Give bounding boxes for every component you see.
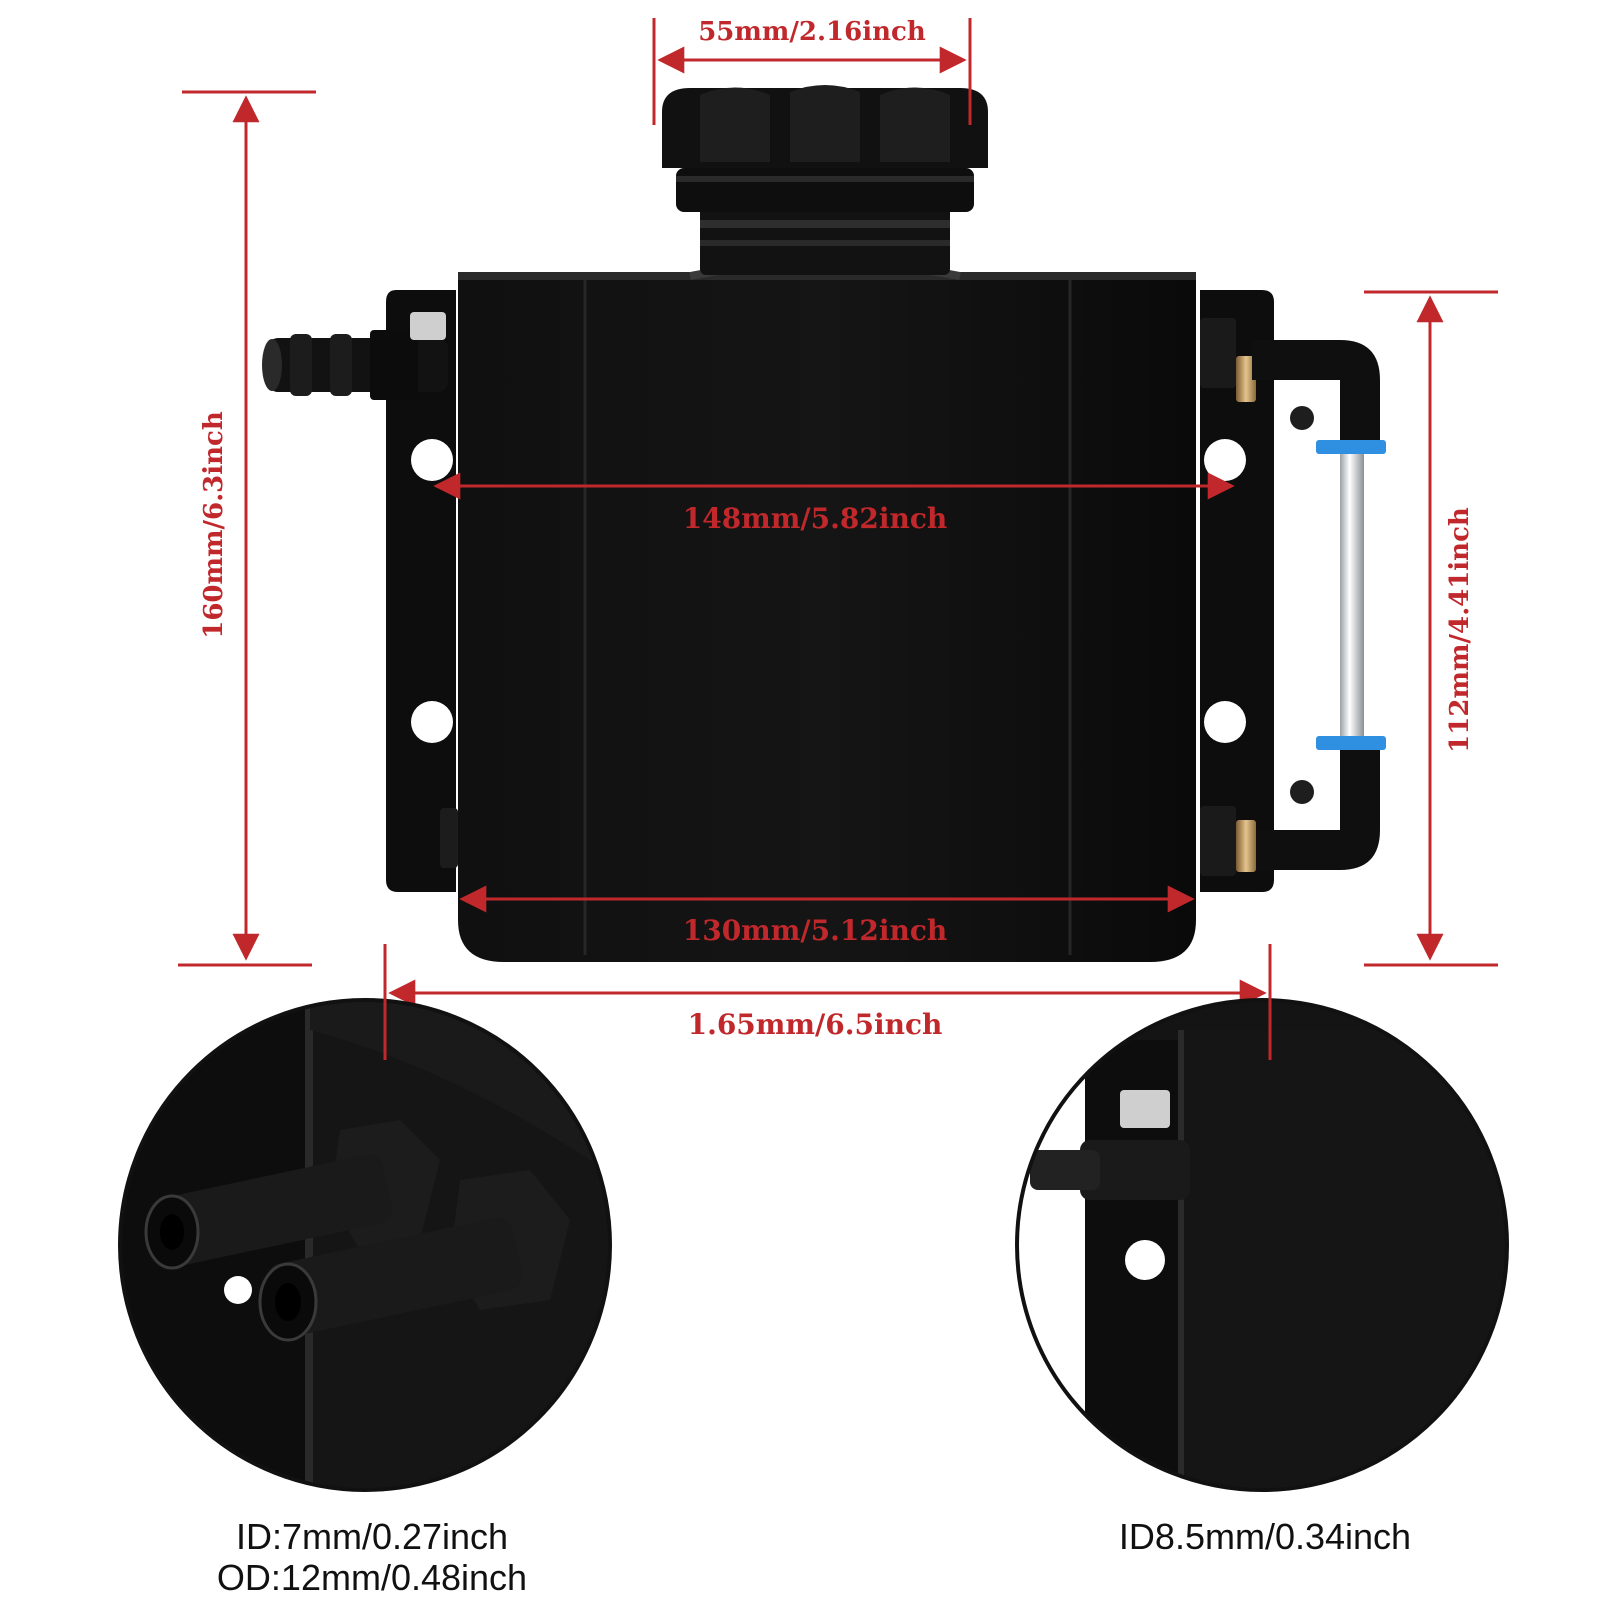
cap-width-label: 55mm/2.16inch — [698, 17, 926, 47]
sight-height-label: 112mm/4.41inch — [1445, 507, 1475, 753]
left-outer-diameter-label: OD:12mm/0.48inch — [217, 1557, 527, 1598]
bracket-hole — [411, 439, 453, 481]
right-inner-diameter-label: ID8.5mm/0.34inch — [1119, 1516, 1411, 1557]
left-detail-view — [118, 995, 612, 1492]
tank-width-label: 130mm/5.12inch — [683, 914, 948, 947]
overall-width-label: 1.65mm/6.5inch — [688, 1008, 943, 1041]
reservoir-tank — [262, 85, 1386, 962]
left-hose-barb — [262, 312, 448, 400]
detail-hose-barb — [144, 1154, 393, 1270]
detail-hose-barb — [258, 1217, 523, 1342]
bracket-width-label: 148mm/5.82inch — [683, 502, 948, 535]
sight-glass-assembly — [1200, 318, 1386, 876]
height-label: 160mm/6.3inch — [199, 411, 229, 639]
bracket-hole — [411, 701, 453, 743]
bracket-hole — [1204, 439, 1246, 481]
tank-body — [458, 272, 1196, 962]
right-detail-view — [1015, 995, 1509, 1492]
sight-glass-tube — [1340, 454, 1364, 736]
left-inner-diameter-label: ID:7mm/0.27inch — [236, 1516, 508, 1557]
bracket-hole — [1204, 701, 1246, 743]
filler-cap — [662, 85, 988, 212]
